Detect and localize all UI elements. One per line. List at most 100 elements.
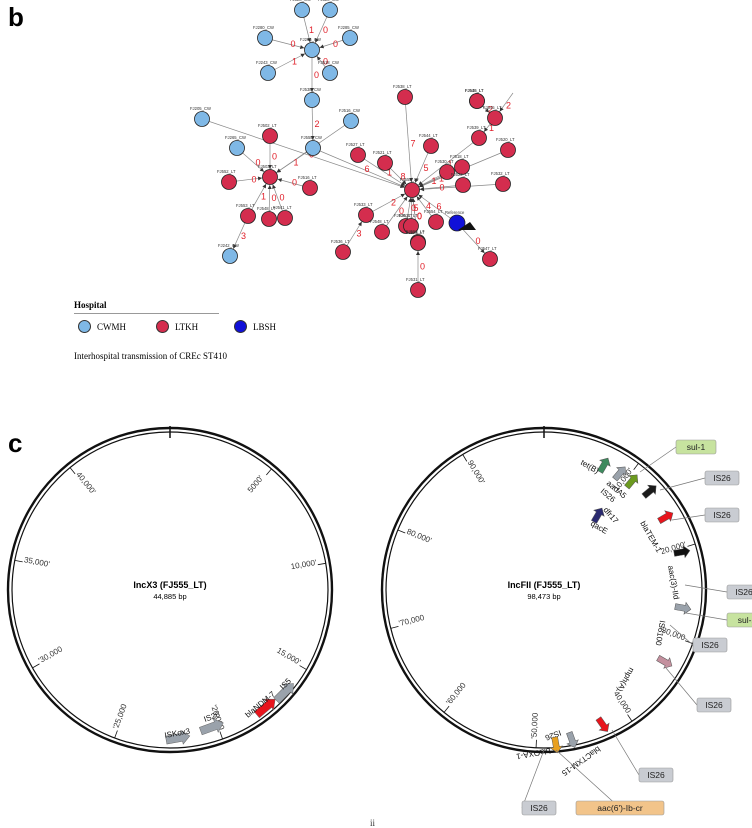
network-edge-arrow bbox=[233, 244, 237, 249]
plasmid-map-incx3: 5000'10,000'15,000''20,000'25,000'30,000… bbox=[6, 426, 334, 754]
network-node-label: FJ520_LT bbox=[496, 137, 515, 142]
edge-weight-label: 0 bbox=[476, 236, 481, 246]
scale-tick-label: '30,000 bbox=[37, 644, 65, 665]
network-node-label: FJ280_CW bbox=[253, 25, 274, 30]
network-node-label: FJ528_LT bbox=[406, 230, 425, 235]
callout-leader bbox=[659, 477, 706, 491]
hospital-legend: Hospital CWMH LTKH LBSH bbox=[74, 300, 276, 340]
network-edge-arrow bbox=[480, 248, 485, 254]
network-node-label: FJ533_LT bbox=[354, 202, 373, 207]
edge-weight-label: 1 bbox=[432, 176, 437, 186]
edge-weight-label: 0 bbox=[417, 211, 422, 221]
network-node bbox=[428, 214, 444, 230]
edge-weight-label: 1 bbox=[294, 158, 299, 168]
scale-tick-label: 80,000' bbox=[405, 527, 433, 545]
callout-label: sul-2 bbox=[738, 615, 752, 625]
plasmid-length: 98,473 bp bbox=[527, 592, 560, 601]
legend-swatch-ltkh bbox=[156, 320, 169, 333]
callout-leader bbox=[665, 667, 698, 706]
network-edge bbox=[404, 96, 413, 191]
network-node bbox=[294, 2, 310, 18]
network-node bbox=[377, 155, 393, 171]
scale-tick-label: '50,000 bbox=[530, 712, 540, 739]
network-edge-arrow bbox=[483, 127, 489, 132]
callout-label: IS26 bbox=[705, 700, 723, 710]
network-node bbox=[221, 174, 237, 190]
network-edge bbox=[411, 137, 480, 191]
network-node-label: FJ285_CW bbox=[338, 25, 359, 30]
callout-leader bbox=[521, 749, 545, 809]
network-edge-arrow bbox=[299, 45, 305, 49]
callout-leader bbox=[669, 624, 694, 646]
feature-arrow-shape bbox=[597, 457, 611, 474]
edge-weight-label: 0 bbox=[399, 206, 404, 216]
network-node-label: FJ518_LT bbox=[450, 154, 469, 159]
scale-tick bbox=[443, 705, 450, 713]
network-node-label: FJ527_LT bbox=[346, 142, 365, 147]
transmission-network: 1000100206103000010375111211230018200450… bbox=[190, 0, 516, 298]
reference-arrow-icon bbox=[458, 222, 476, 230]
scale-tick bbox=[317, 562, 326, 566]
network-edge-arrow bbox=[300, 53, 305, 58]
network-edge-arrow bbox=[357, 221, 362, 227]
network-node-label: FJ205_CW bbox=[190, 106, 211, 111]
edge-weight-label: 0 bbox=[333, 39, 338, 49]
scale-tick-label: 15,000' bbox=[275, 646, 302, 667]
network-node-label: FJ528_CW bbox=[290, 0, 311, 2]
feature-label: qacE bbox=[589, 519, 609, 536]
scale-tick bbox=[69, 467, 76, 475]
network-node bbox=[194, 111, 210, 127]
feature-arrow-shape bbox=[566, 731, 579, 748]
scale-tick-label: 90,000' bbox=[466, 459, 487, 486]
network-edge-arrow bbox=[257, 176, 263, 181]
callout-leader bbox=[685, 612, 728, 621]
network-node-label: FJ502_LT bbox=[258, 123, 277, 128]
feature-label: mph(A) bbox=[615, 666, 636, 694]
edge-weight-label: 2 bbox=[488, 105, 493, 115]
scale-tick bbox=[390, 626, 399, 629]
network-edge bbox=[201, 118, 413, 191]
edge-weight-label: 1 bbox=[439, 174, 444, 184]
network-edge-arrow bbox=[416, 196, 421, 201]
network-node-label: FJ531_LT bbox=[406, 277, 425, 282]
legend-item-cwmh: CWMH bbox=[78, 320, 126, 333]
edge-weight-label: 0 bbox=[417, 212, 422, 222]
network-edge-arrow bbox=[400, 181, 406, 186]
callout-label: sul-1 bbox=[687, 442, 706, 452]
edge-weight-label: 0 bbox=[323, 57, 328, 67]
network-node-label: FJ538_CW bbox=[300, 87, 321, 92]
network-node-label: FJ539_LT bbox=[467, 125, 486, 130]
network-node bbox=[439, 164, 455, 180]
network-edge-arrow bbox=[484, 108, 490, 113]
network-edge-arrow bbox=[267, 184, 272, 190]
legend-swatch-lbsh bbox=[234, 320, 247, 333]
feature-arrow bbox=[612, 466, 627, 482]
network-edge-arrow bbox=[276, 168, 282, 173]
scale-tick-label: '25,000 bbox=[111, 702, 129, 730]
feature-arrow-shape bbox=[656, 655, 673, 669]
network-edge bbox=[312, 147, 413, 191]
network-edge-arrow bbox=[418, 194, 423, 199]
edge-weight-label: 0 bbox=[323, 25, 328, 35]
plasmid-length: 44,885 bp bbox=[153, 592, 186, 601]
plasmid-backbone-outer bbox=[6, 426, 334, 754]
network-node-label: FJ503_LT bbox=[258, 164, 277, 169]
feature-label: IS6100 bbox=[654, 620, 667, 647]
network-edge-arrow bbox=[419, 183, 424, 188]
edge-weight-label: 5 bbox=[424, 163, 429, 173]
scale-tick bbox=[687, 543, 696, 547]
feature-label: dfr17 bbox=[601, 506, 620, 526]
network-node bbox=[304, 92, 320, 108]
network-node-label: FJ557_LT bbox=[406, 229, 425, 234]
edge-weight-label: 2 bbox=[315, 119, 320, 129]
edge-weight-label: 0 bbox=[280, 193, 285, 203]
edge-weight-label: 0 bbox=[440, 183, 445, 193]
feature-arrow bbox=[253, 698, 276, 719]
edge-weight-label: 3 bbox=[241, 231, 246, 241]
network-edge-arrow bbox=[418, 181, 423, 186]
feature-arrow-shape bbox=[595, 716, 610, 732]
scale-tick bbox=[633, 463, 639, 471]
network-node-label: FJ518_CW bbox=[318, 60, 339, 65]
network-node bbox=[454, 159, 470, 175]
feature-arrow-shape bbox=[673, 545, 691, 559]
